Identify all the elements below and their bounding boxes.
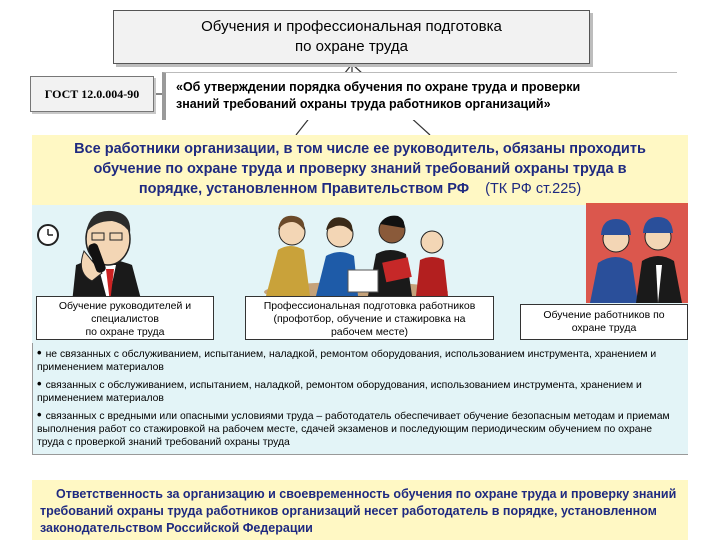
category-managers-line-2: специалистов (91, 313, 159, 325)
category-professional-training: Профессиональная подготовка работников (… (245, 296, 494, 340)
worker-group-text: связанных с вредными или опасными услови… (37, 411, 670, 448)
category-workers-line-2: охране труда (571, 322, 637, 334)
bullet-icon: • (37, 407, 42, 422)
requirement-line-3-text: порядке, установленном Правительством РФ (138, 181, 470, 197)
requirement-box: Все работники организации, в том числе е… (32, 135, 688, 205)
bullet-icon: • (37, 345, 42, 360)
title-line-1: Обучения и профессиональная подготовка (201, 18, 502, 35)
requirement-line-1: Все работники организации, в том числе е… (74, 141, 646, 157)
list-item: •связанных с обслуживанием, испытанием, … (37, 377, 682, 405)
worker-group-text: не связанных с обслуживанием, испытанием… (37, 349, 657, 373)
decree-box: «Об утверждении порядка обучения по охра… (162, 72, 677, 120)
list-item: •связанных с вредными или опасными услов… (37, 408, 682, 449)
manager-on-phone-illustration (37, 210, 142, 303)
category-training-line-1: Профессиональная подготовка работников (263, 300, 476, 312)
responsibility-text: Ответственность за организацию и своевре… (40, 487, 677, 535)
worker-groups-list: •не связанных с обслуживанием, испытание… (32, 343, 688, 455)
category-workers: Обучение работников по охране труда (520, 304, 688, 340)
worker-group-text: связанных с обслуживанием, испытанием, н… (37, 380, 642, 404)
gost-label: ГОСТ 12.0.004-90 (44, 86, 140, 101)
title-line-2: по охране труда (295, 38, 408, 55)
gost-box: ГОСТ 12.0.004-90 (30, 76, 154, 112)
requirement-line-3: порядке, установленном Правительством РФ… (32, 179, 688, 199)
category-training-line-2: (профотбор, обучение и стажировка на (273, 313, 466, 325)
requirement-reference: (ТК РФ ст.225) (485, 181, 582, 197)
workers-with-helmets-illustration (586, 203, 688, 303)
decree-line-2: знаний требований охраны труда работнико… (176, 97, 551, 111)
category-workers-line-1: Обучение работников по (543, 309, 665, 321)
decree-line-1: «Об утверждении порядка обучения по охра… (176, 80, 581, 94)
category-managers-line-1: Обучение руководителей и (58, 300, 192, 312)
responsibility-box: Ответственность за организацию и своевре… (32, 480, 688, 540)
list-item: •не связанных с обслуживанием, испытание… (37, 346, 682, 374)
title-box: Обучения и профессиональная подготовка п… (113, 10, 590, 64)
category-training-line-3: рабочем месте) (330, 326, 409, 338)
requirement-line-2: обучение по охране труда и проверку знан… (93, 161, 627, 177)
bullet-icon: • (37, 376, 42, 391)
team-meeting-illustration (264, 215, 448, 300)
category-managers: Обучение руководителей и специалистов по… (36, 296, 214, 340)
category-managers-line-3: по охране труда (85, 326, 165, 338)
